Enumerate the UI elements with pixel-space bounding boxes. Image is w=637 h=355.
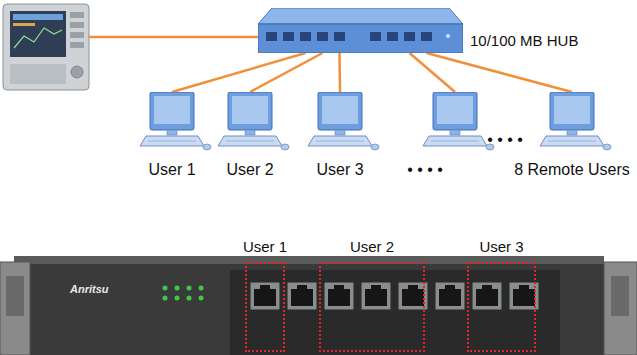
test-instrument	[3, 4, 89, 90]
user-computer: 8 Remote Users	[511, 92, 633, 180]
device-label: 10/100 MB HUB	[470, 32, 578, 50]
computer-icon	[210, 92, 290, 154]
computer-icon	[300, 92, 380, 154]
user-label: User 1	[243, 238, 287, 256]
user-label: User 2	[226, 160, 273, 179]
hub-device: 10/100 MB HUB	[258, 8, 463, 53]
user-label: User 1	[148, 160, 195, 179]
port-group-box: User 3	[467, 262, 536, 352]
user-computer: User 3	[300, 92, 380, 180]
label-wrap: • • • •	[487, 130, 523, 149]
user-label: User 2	[350, 238, 394, 256]
user-label: User 3	[479, 238, 523, 256]
user-computer: User 1	[132, 92, 212, 180]
ellipsis-dots: • • • •	[487, 130, 523, 149]
network-cable	[427, 53, 573, 92]
computer-icon	[532, 92, 612, 154]
port-group-box: User 1	[245, 262, 285, 352]
lan-module-card	[0, 256, 637, 355]
brand-logo: Anritsu	[70, 282, 109, 296]
label-wrap: Anritsu	[70, 279, 109, 297]
computer-icon	[132, 92, 212, 154]
hub-outline	[258, 8, 463, 53]
label-wrap: • • • •	[407, 160, 443, 179]
user-label: User 3	[316, 160, 363, 179]
computer-icon	[423, 92, 494, 150]
port-group-box: User 2	[319, 262, 425, 352]
user-label: 8 Remote Users	[514, 160, 630, 179]
cable	[89, 36, 272, 39]
network-cable	[338, 53, 341, 92]
ellipsis-dots: • • • •	[407, 160, 443, 179]
user-computer: User 2	[210, 92, 290, 180]
network-cable	[250, 53, 323, 92]
